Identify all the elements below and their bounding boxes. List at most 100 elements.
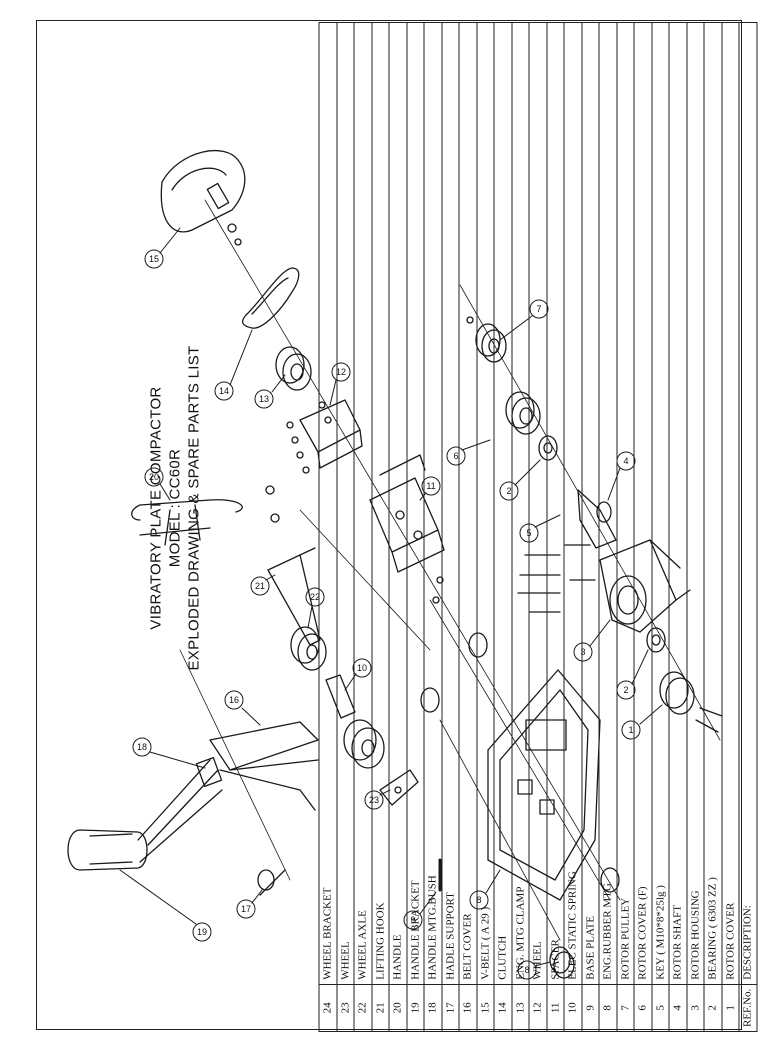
callout-14: 13 xyxy=(259,394,269,404)
callout-5: 5 xyxy=(526,528,531,538)
parts-description: ENG.RUBBER MTG xyxy=(598,22,616,985)
callout-11: 10 xyxy=(357,663,367,673)
callout-8: 8 xyxy=(524,965,529,975)
parts-description: ROTOR HOUSING xyxy=(686,22,704,985)
wheel-axle-part xyxy=(267,547,321,646)
parts-ref: 8 xyxy=(598,984,616,1032)
parts-description: WHEEL BRACKET xyxy=(318,22,336,985)
callout-markers xyxy=(119,227,663,980)
rotor-cover-f-part xyxy=(505,391,541,435)
parts-description: BASE PLATE xyxy=(581,22,599,985)
parts-description: KEY ( M10*8*25lg ) xyxy=(651,22,669,985)
callout-numbers: 15 14 13 12 7 6 2 4 5 3 2 1 11 20 21 22 … xyxy=(137,254,634,975)
engine-rubber-mount-parts xyxy=(420,632,620,979)
parts-ref: 17 xyxy=(441,984,459,1032)
parts-description: ELEC STATIC SPRING xyxy=(563,22,581,985)
parts-ref: 23 xyxy=(336,984,354,1032)
parts-description: WHEEL AXLE xyxy=(353,22,371,985)
parts-ref: 6 xyxy=(633,984,651,1032)
v-belt-part xyxy=(241,267,300,329)
parts-description: BELT COVER xyxy=(458,22,476,985)
callout-23: 22 xyxy=(310,592,320,602)
parts-description: SPACER xyxy=(546,22,564,985)
callout-16: 15 xyxy=(149,254,159,264)
rotor-cover-part xyxy=(659,671,723,733)
parts-ref: 12 xyxy=(528,984,546,1032)
parts-description: ROTOR COVER (F) xyxy=(633,22,651,985)
wheel-plate-part xyxy=(369,454,445,604)
callout-17: 16 xyxy=(229,695,239,705)
parts-ref: 13 xyxy=(511,984,529,1032)
wheel-bracket-part xyxy=(379,769,419,806)
parts-description: HANDLE BRACKET xyxy=(406,22,424,985)
parts-ref: 18 xyxy=(423,984,441,1032)
callout-7: 7 xyxy=(536,304,541,314)
engine-mount-clamp-part xyxy=(286,399,363,474)
parts-description: WHEEL xyxy=(528,22,546,985)
belt-cover-part xyxy=(160,149,246,246)
base-plate-part xyxy=(487,669,601,901)
callout-18: 17 xyxy=(241,904,251,914)
parts-ref: 10 xyxy=(563,984,581,1032)
handle-mount-bush-part xyxy=(257,869,286,896)
bearing-2-part xyxy=(646,627,666,653)
parts-ref: 24 xyxy=(318,984,336,1032)
parts-header-description: DESCRIPTION: xyxy=(738,22,756,985)
parts-ref: 22 xyxy=(353,984,371,1032)
parts-description: LIFTING HOOK xyxy=(371,22,389,985)
parts-ref: 20 xyxy=(388,984,406,1032)
parts-header-row: REF.No.DESCRIPTION: xyxy=(738,22,756,1032)
callout-13: 12 xyxy=(336,367,346,377)
assembly-lines xyxy=(179,199,721,941)
callout-15: 14 xyxy=(219,386,229,396)
parts-ref: 11 xyxy=(546,984,564,1032)
parts-description: HADLE SUPPORT xyxy=(441,22,459,985)
callout-22: 21 xyxy=(255,581,265,591)
wheel-23-part xyxy=(290,626,327,671)
parts-ref: 19 xyxy=(406,984,424,1032)
bearing-part xyxy=(538,435,558,461)
callout-10: 9 xyxy=(410,915,415,925)
callout-2a: 2 xyxy=(506,486,511,496)
parts-description: V-BELT ( A 29 ) xyxy=(476,22,494,985)
callout-19: 18 xyxy=(137,742,147,752)
spacer-part xyxy=(325,674,356,719)
parts-header-ref: REF.No. xyxy=(738,984,756,1032)
parts-description: HANDLE MTG.BUSH xyxy=(423,22,441,985)
parts-description: WHEEL xyxy=(336,22,354,985)
parts-description: CLUTCH xyxy=(493,22,511,985)
housing-bolts xyxy=(517,544,596,613)
parts-ref: 16 xyxy=(458,984,476,1032)
callout-4: 4 xyxy=(623,456,628,466)
parts-description: ROTOR SHAFT xyxy=(668,22,686,985)
parts-description: BEARING ( 6303 ZZ ) xyxy=(703,22,721,985)
parts-description: ENG. MTG CLAMP xyxy=(511,22,529,985)
rotor-housing-part xyxy=(599,539,691,633)
parts-description: HANDLE xyxy=(388,22,406,985)
callout-1: 1 xyxy=(628,725,633,735)
parts-ref: 2 xyxy=(703,984,721,1032)
drawing-frame xyxy=(36,20,742,1030)
parts-ref: 9 xyxy=(581,984,599,1032)
